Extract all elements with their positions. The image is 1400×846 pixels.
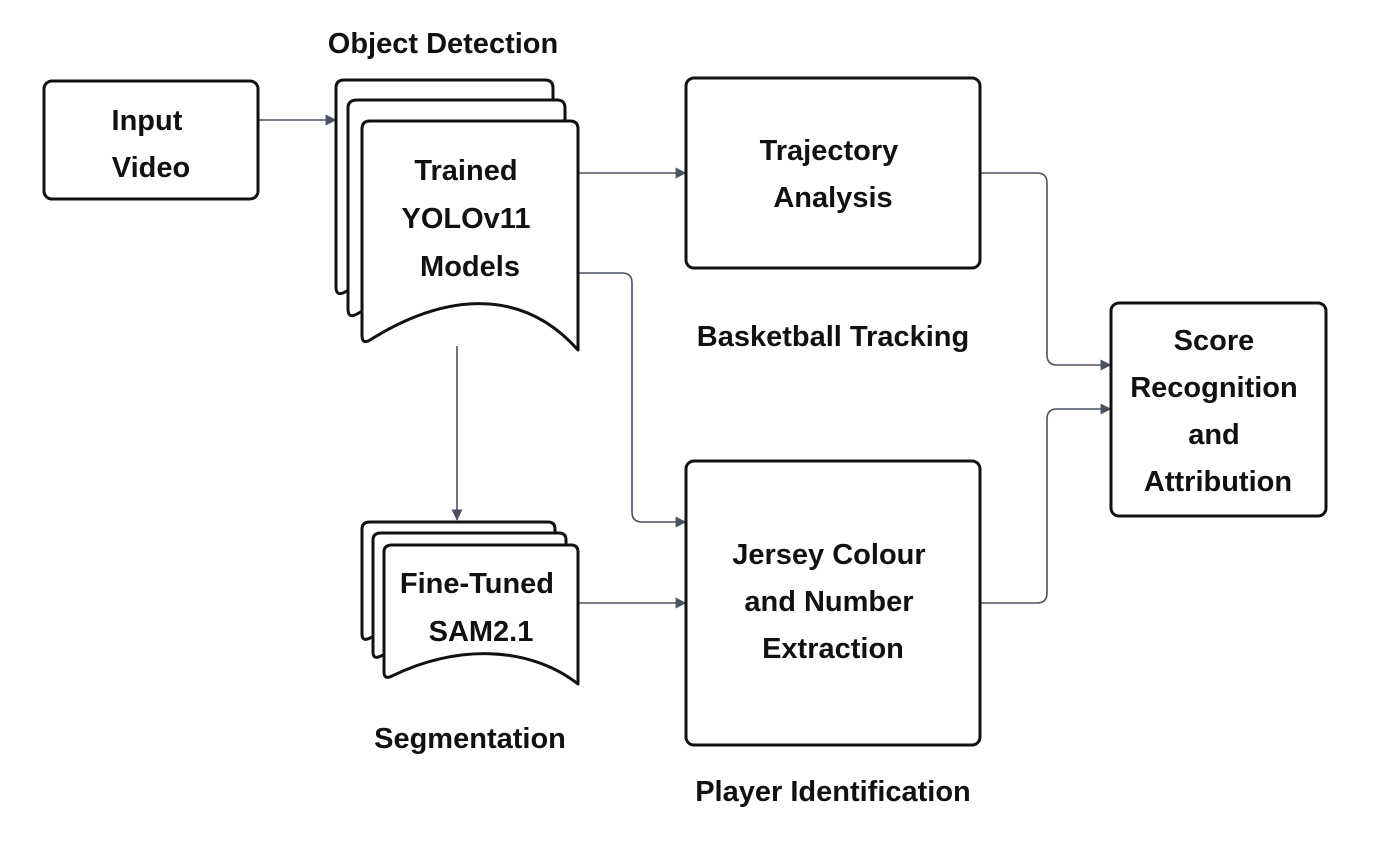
jersey-extraction-node: Jersey Colour and Number Extraction	[684, 459, 982, 747]
svg-text:Input Video: Input Video	[112, 105, 191, 184]
yolo-models-line-3: Models	[420, 251, 520, 283]
yolo-models-line-1: Trained	[414, 155, 517, 187]
jersey-line-3: Extraction	[762, 633, 904, 665]
score-recognition-node: Score Recognition and Attribution	[1109, 301, 1328, 518]
edge-yolo-to-jersey	[578, 272, 687, 528]
input-video-line-1: Input	[112, 105, 183, 137]
score-line-1: Score	[1174, 325, 1255, 357]
sam-line-1: Fine-Tuned	[400, 568, 554, 600]
svg-text:Jersey Colour and Number: Jersey Colour and Number Extraction	[732, 539, 933, 665]
yolo-doc-front	[360, 119, 580, 352]
caption-segmentation: Segmentation	[374, 723, 566, 755]
sam-line-2: SAM2.1	[429, 616, 534, 648]
input-video-line-2: Video	[112, 152, 190, 184]
jersey-line-2: and Number	[744, 586, 913, 618]
jersey-line-1: Jersey Colour	[732, 539, 925, 571]
sam-doc-front	[382, 543, 580, 686]
sam-node: Fine-Tuned SAM2.1	[360, 520, 580, 686]
trajectory-line-1: Trajectory	[760, 135, 899, 167]
svg-text:Fine-Tuned SAM2.1: Fine-Tuned SAM2.1	[400, 568, 562, 648]
svg-text:Score Recognition: Score Recognition and Attribution	[1130, 325, 1306, 498]
trajectory-line-2: Analysis	[773, 182, 892, 214]
score-line-4: Attribution	[1144, 466, 1292, 498]
score-line-3: and	[1188, 419, 1240, 451]
edge-trajectory-to-score	[980, 172, 1112, 371]
input-video-node: Input Video	[42, 79, 260, 201]
yolo-models-node: Trained YOLOv11 Models	[334, 78, 580, 352]
caption-object-detection: Object Detection	[328, 28, 558, 60]
trajectory-analysis-node: Trajectory Analysis	[684, 76, 982, 270]
edges	[259, 114, 1112, 609]
score-line-2: Recognition	[1130, 372, 1298, 404]
svg-text:Trained YOLOv11 Mo: Trained YOLOv11 Models	[401, 155, 538, 283]
caption-player-identification: Player Identification	[695, 776, 971, 808]
svg-text:Trajectory Analysis: Trajectory Analysis	[760, 135, 907, 214]
caption-basketball-tracking: Basketball Tracking	[697, 321, 969, 353]
edge-jersey-to-score	[980, 403, 1112, 604]
yolo-models-line-2: YOLOv11	[401, 203, 530, 235]
